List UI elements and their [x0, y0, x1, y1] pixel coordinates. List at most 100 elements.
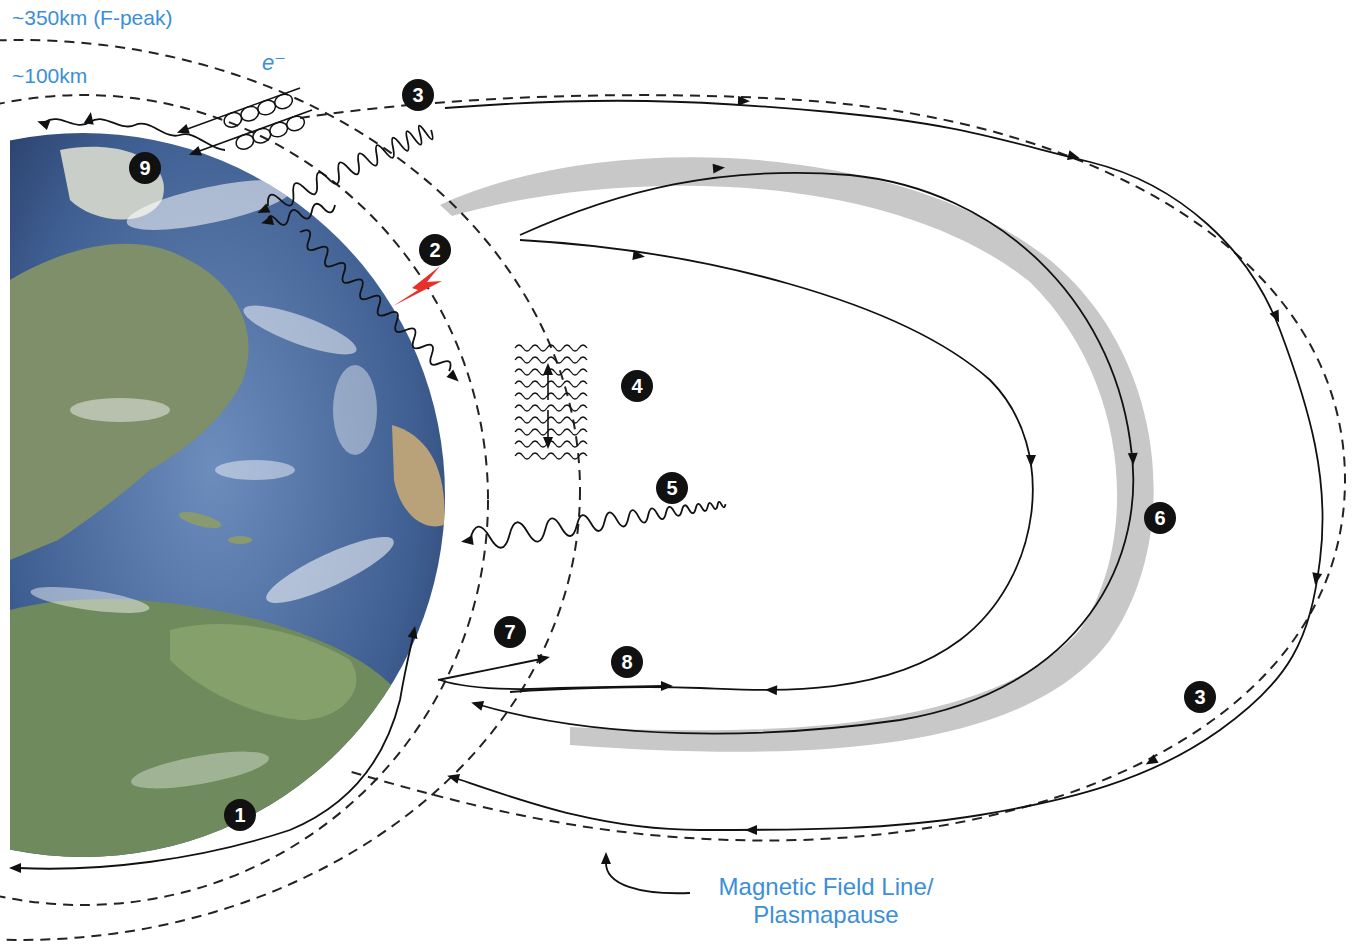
flow-line: [445, 101, 1323, 830]
electron-spiral: [222, 110, 244, 129]
arrowhead: [713, 163, 726, 174]
earth-globe: [10, 120, 460, 890]
arrowhead: [9, 863, 21, 873]
earth-globe: [170, 624, 356, 720]
electron-spiral: [187, 146, 202, 160]
callout-number: 1: [224, 799, 256, 831]
dashed-boundary: [300, 95, 1345, 840]
wave: [266, 199, 337, 229]
callout-number: 6: [1144, 502, 1176, 534]
wave-packet: [515, 345, 587, 459]
arrowhead: [446, 771, 460, 784]
wave-packet: [515, 429, 587, 435]
wave-packet: [515, 405, 587, 411]
earth-globe: [333, 365, 377, 455]
arrowhead: [601, 852, 611, 864]
wave-packet: [515, 417, 587, 423]
arrowhead: [470, 698, 484, 711]
wave-packet: [515, 393, 587, 399]
particle-label: e⁻: [262, 50, 286, 76]
flow-line: [440, 680, 664, 689]
electron-spiral: [187, 105, 317, 168]
dashed-boundary: [0, 40, 580, 940]
arrowhead: [661, 681, 673, 691]
electron-spiral: [234, 132, 256, 151]
earth-globe: [392, 425, 445, 526]
arrowhead: [1143, 754, 1158, 769]
wave-packet: [547, 372, 549, 400]
arrowhead: [36, 117, 51, 131]
wave-packet: [515, 345, 587, 351]
flow-line: [510, 240, 1033, 692]
altitude-label: ~100km: [12, 64, 87, 88]
arrowhead: [460, 535, 473, 547]
arrowhead: [84, 111, 96, 125]
dashed-boundary: [0, 95, 488, 905]
earth-globe: [10, 599, 415, 890]
arrowhead: [738, 96, 750, 106]
flow-line: [480, 173, 1133, 734]
lightning-symbol: [393, 266, 442, 306]
earth-globe: [215, 460, 295, 480]
flow-line: [438, 659, 541, 680]
earth-globe: [260, 526, 400, 614]
earth-globe: [239, 296, 361, 363]
callout-number: 5: [656, 472, 688, 504]
arrowhead: [543, 363, 553, 375]
arrowhead: [1026, 455, 1036, 467]
wave-packet: [515, 453, 587, 459]
arrowhead: [1270, 310, 1284, 325]
earth-globe: [10, 244, 249, 560]
wave-packet: [515, 441, 587, 447]
wave: [266, 199, 337, 229]
arrowhead: [260, 215, 274, 228]
arrowhead: [765, 685, 778, 696]
earth-globe: [29, 582, 151, 619]
arrowhead: [446, 370, 462, 385]
arrowhead: [632, 250, 645, 262]
arrowhead: [1128, 453, 1138, 465]
wave: [468, 492, 727, 552]
arrowhead: [9, 96, 1322, 873]
wave-packet: [515, 357, 587, 363]
arrowhead: [537, 652, 551, 664]
electron-spiral: [197, 110, 312, 152]
arrowhead: [255, 204, 270, 218]
wave-packet: [547, 410, 549, 440]
callout-number: 8: [611, 646, 643, 678]
earth-globe: [70, 398, 170, 422]
flow-line: [45, 119, 225, 150]
wave: [295, 227, 454, 376]
field-line-label: Magnetic Field Line/ Plasmapause: [696, 873, 956, 929]
flow-line: [18, 101, 1323, 893]
arrowhead: [745, 825, 757, 835]
wave: [468, 492, 727, 552]
wave: [264, 122, 435, 214]
earth-globe: [129, 744, 272, 796]
callout-number: 7: [494, 616, 526, 648]
plasmapause-band: [440, 157, 1154, 751]
dashed-boundary: [0, 40, 1345, 940]
arrowhead: [543, 437, 553, 449]
earth-globe: [10, 120, 460, 890]
altitude-label: ~350km (F-peak): [12, 6, 172, 30]
electron-spiral: [175, 124, 190, 138]
callout-number: 3: [402, 79, 434, 111]
wave: [295, 227, 454, 376]
arrowhead: [1067, 150, 1081, 163]
flow-line: [606, 862, 690, 893]
callout-number: 9: [129, 152, 161, 184]
arrowhead: [1310, 572, 1322, 586]
callout-number: 2: [419, 234, 451, 266]
earth-globe: [177, 509, 223, 532]
wave-packet: [515, 381, 587, 387]
earth-globe: [228, 536, 252, 544]
wave: [264, 122, 435, 214]
flow-line: [18, 637, 413, 869]
arrowhead: [408, 625, 420, 639]
callout-number: 3: [1184, 681, 1216, 713]
callout-number: 4: [621, 370, 653, 402]
